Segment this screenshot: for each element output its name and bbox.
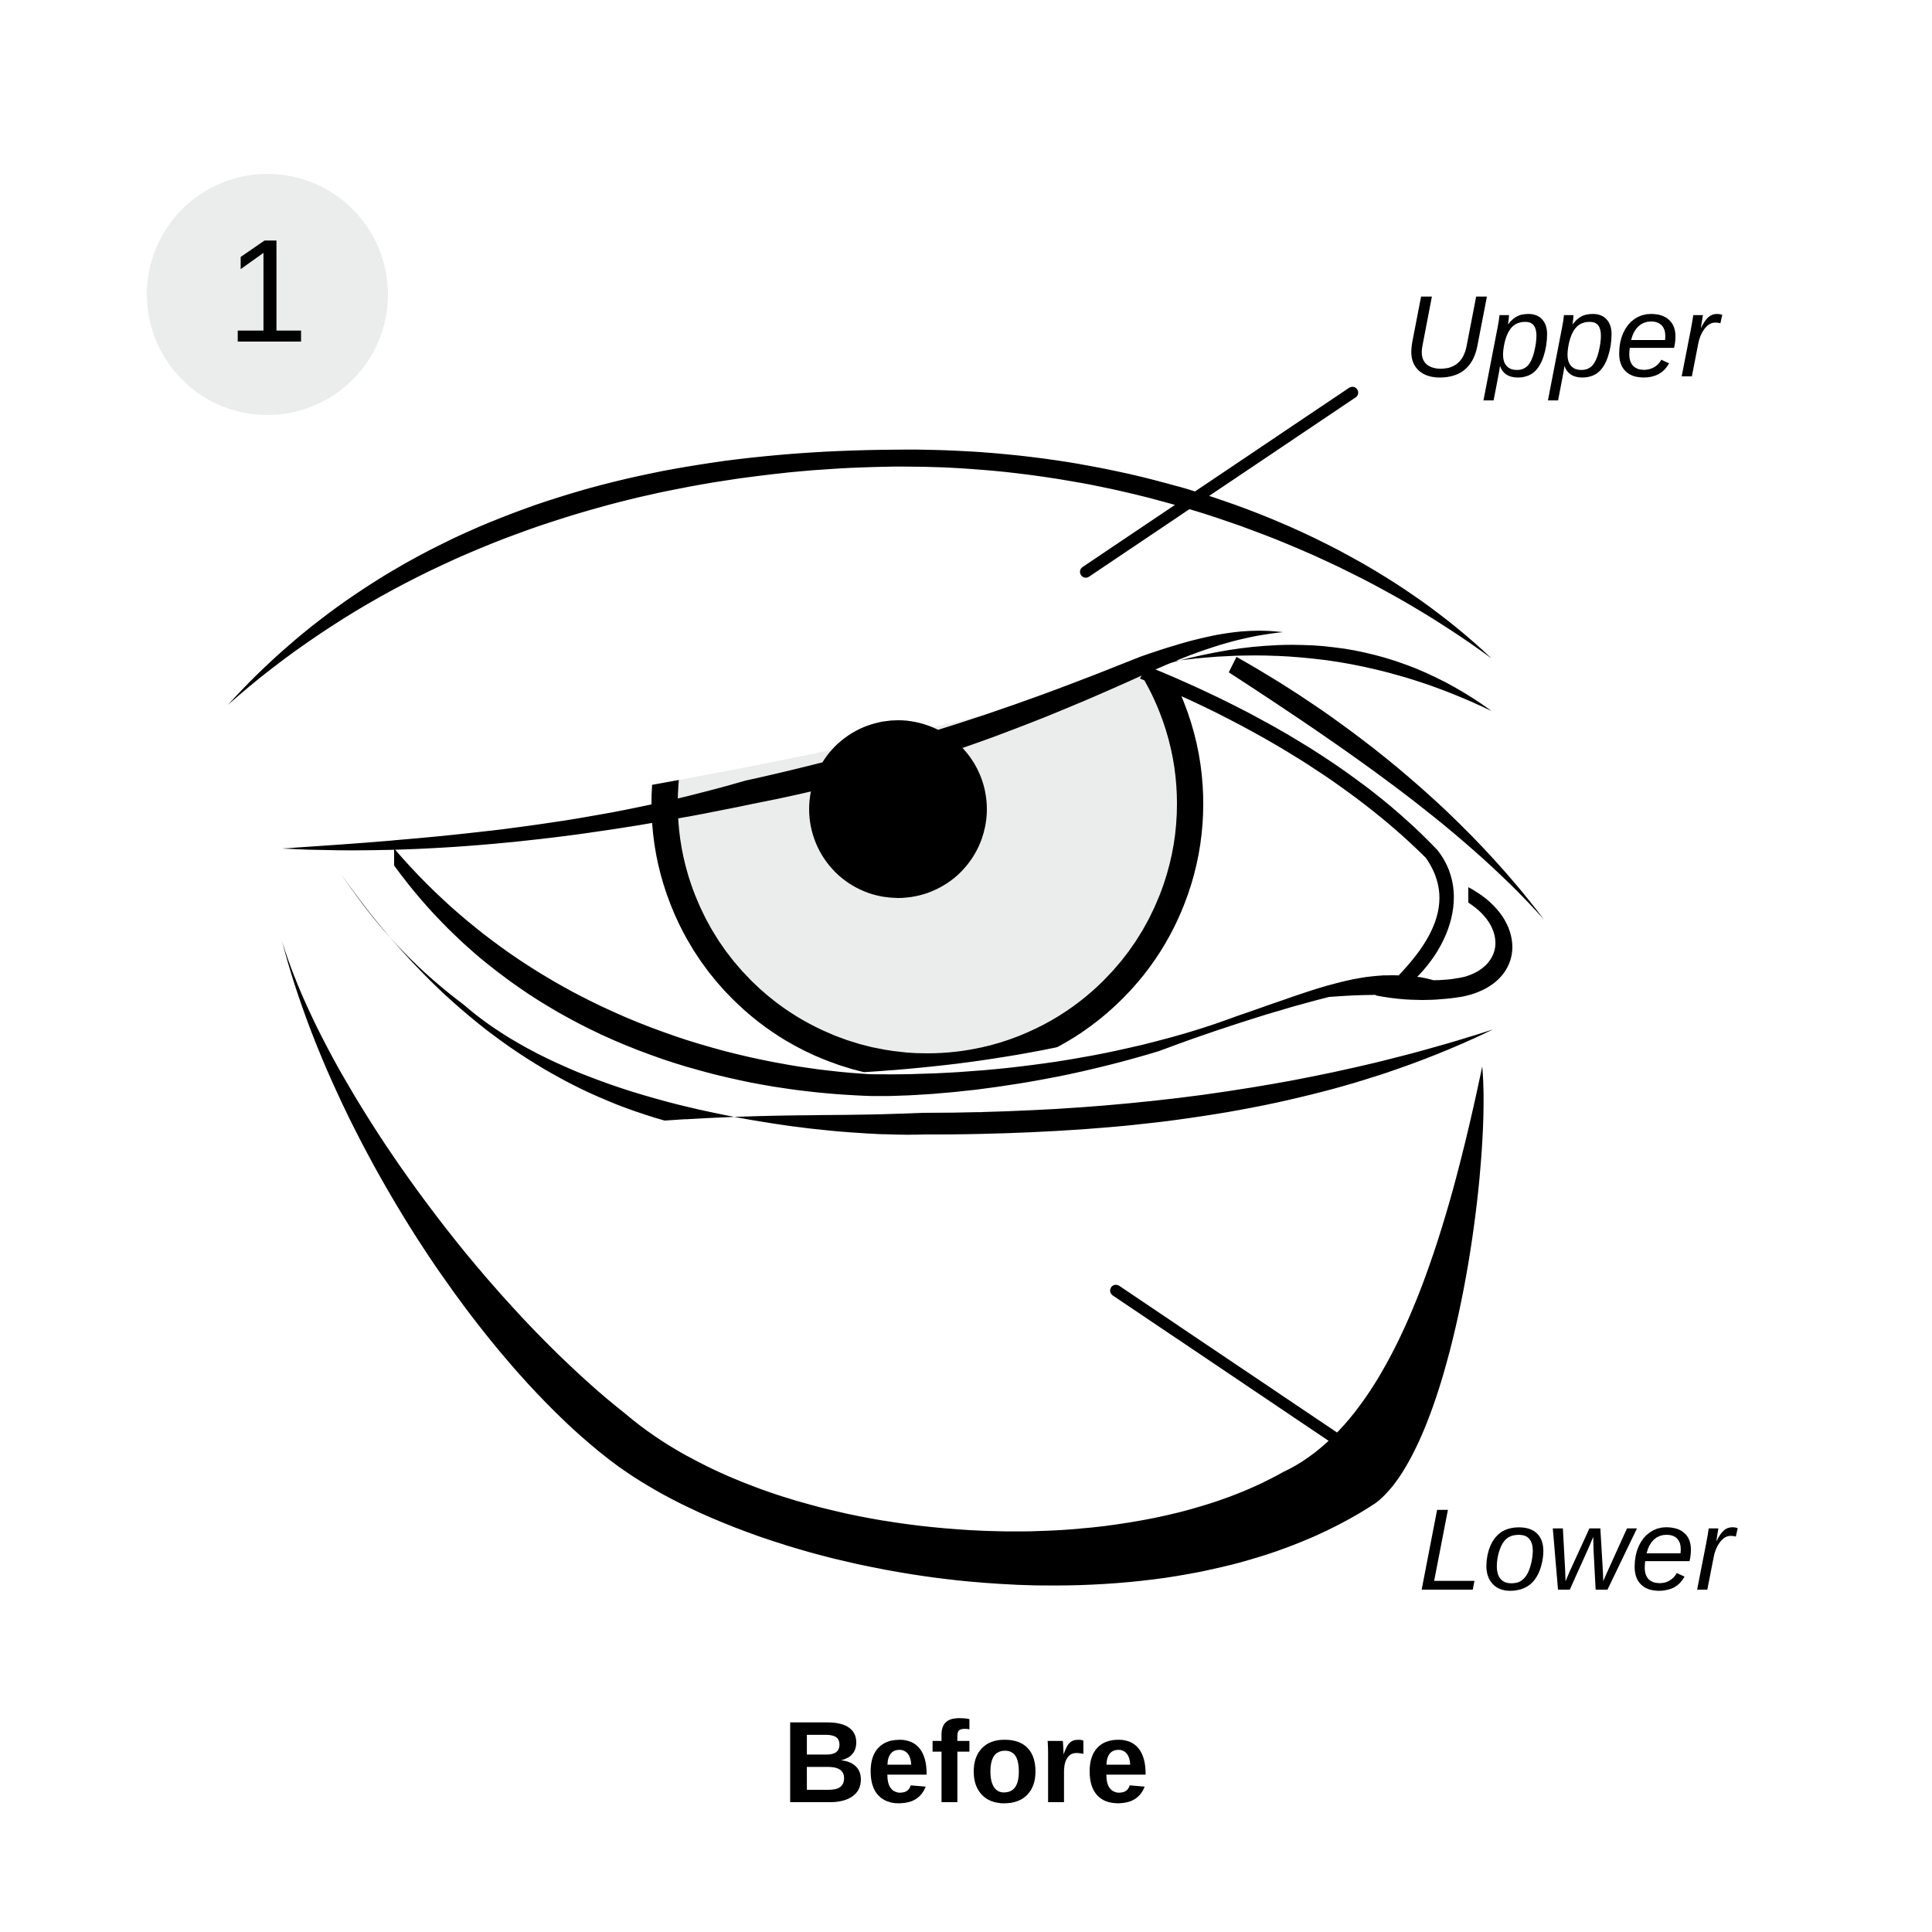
lower-lid-line [394,849,1461,1097]
upper-lid-inner [1140,666,1454,980]
upper-cross-line [1080,386,1359,578]
lower-label: Lower [1418,1485,1734,1614]
step-number: 1 [226,209,308,373]
caption: Before [782,1697,1150,1827]
upper-crease [1140,645,1492,711]
outer-corner [1229,657,1544,920]
inner-corner [1376,887,1513,1000]
step-badge: 1 [147,174,388,415]
under-eye-contour [282,941,1484,1586]
lower-cross-line [1110,1284,1389,1477]
upper-label: Upper [1403,271,1719,401]
upper-lid-line [282,631,1283,851]
upper-lid-fold [228,449,1492,705]
